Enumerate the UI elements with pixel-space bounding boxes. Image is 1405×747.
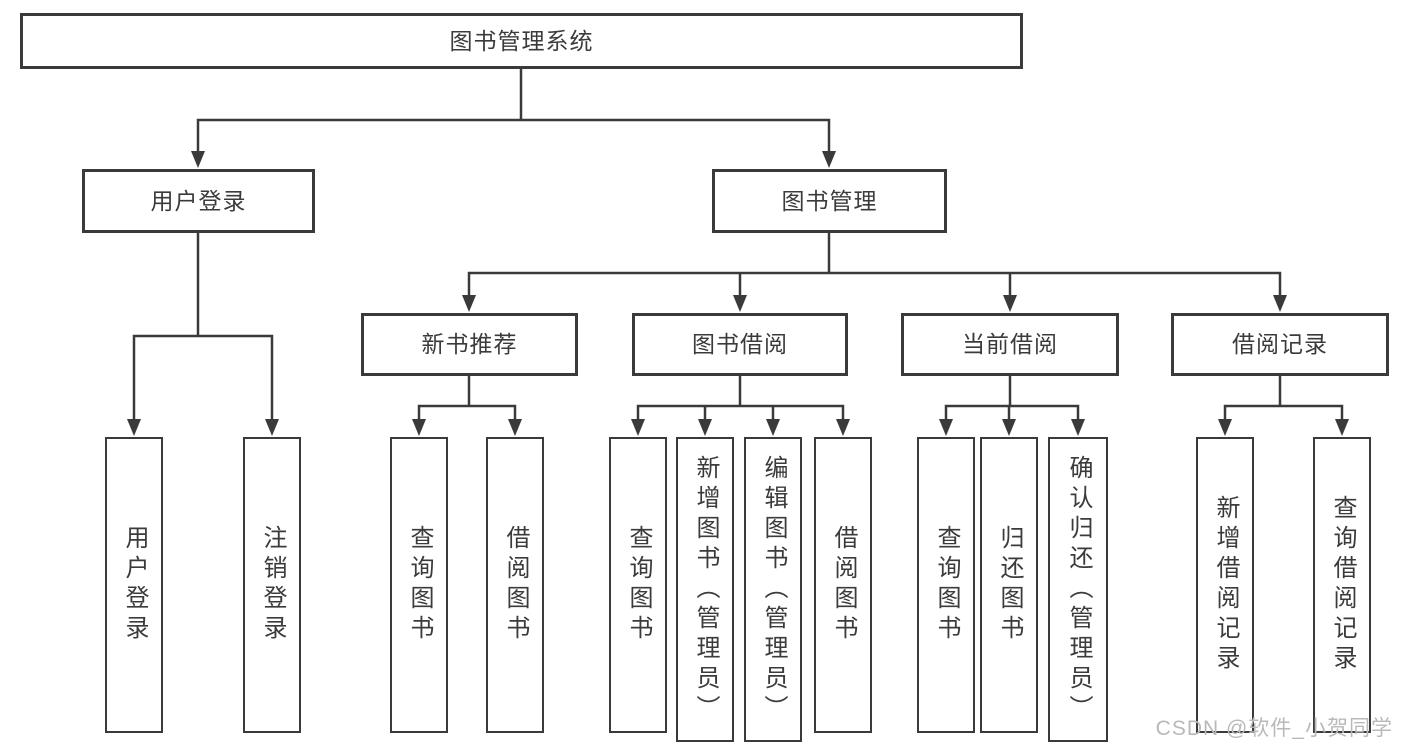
leaf-borrow-books-newbooks: 借阅图书 bbox=[486, 437, 544, 733]
leaf-query-books-current: 查询图书 bbox=[917, 437, 975, 733]
arrow-down-icon bbox=[508, 419, 522, 436]
connector-bookmgmt-to-level3 bbox=[467, 229, 1282, 300]
arrow-down-icon bbox=[1335, 419, 1349, 436]
node-label: 查询图书 bbox=[933, 525, 960, 645]
leaf-add-borrow-record: 新增借阅记录 bbox=[1196, 437, 1254, 733]
arrow-down-icon bbox=[631, 419, 645, 436]
arrowheads-level3 bbox=[462, 295, 1287, 312]
leaf-confirm-return-admin: 确认归还（管理员） bbox=[1048, 437, 1108, 742]
arrowheads-level2 bbox=[191, 151, 836, 168]
node-system-root: 图书管理系统 bbox=[20, 13, 1023, 69]
node-book-management: 图书管理 bbox=[712, 169, 947, 233]
node-label: 新增借阅记录 bbox=[1212, 495, 1239, 675]
node-label: 借阅图书 bbox=[830, 525, 857, 645]
arrowheads-borrowrecords-leaves bbox=[1218, 419, 1349, 436]
arrow-down-icon bbox=[1003, 295, 1017, 312]
node-label: 图书借阅 bbox=[692, 331, 788, 357]
node-new-book-recommend: 新书推荐 bbox=[361, 313, 578, 376]
leaf-query-books-newbooks: 查询图书 bbox=[390, 437, 448, 733]
arrow-down-icon bbox=[191, 151, 205, 168]
arrowheads-newbooks-leaves bbox=[412, 419, 522, 436]
node-book-borrow: 图书借阅 bbox=[632, 313, 848, 376]
arrow-down-icon bbox=[836, 419, 850, 436]
node-borrow-records: 借阅记录 bbox=[1171, 313, 1389, 376]
node-label: 编辑图书（管理员） bbox=[760, 454, 787, 725]
arrow-down-icon bbox=[1002, 419, 1016, 436]
arrow-down-icon bbox=[766, 419, 780, 436]
arrow-down-icon bbox=[733, 295, 747, 312]
node-label: 查询图书 bbox=[625, 525, 652, 645]
arrow-down-icon bbox=[1273, 295, 1287, 312]
leaf-query-borrow-record: 查询借阅记录 bbox=[1313, 437, 1371, 733]
node-label: 查询借阅记录 bbox=[1329, 495, 1356, 675]
node-label: 借阅记录 bbox=[1232, 331, 1328, 357]
leaf-query-books-borrow: 查询图书 bbox=[609, 437, 667, 733]
node-label: 注销登录 bbox=[259, 525, 286, 645]
node-label: 用户登录 bbox=[121, 525, 148, 645]
node-user-login: 用户登录 bbox=[82, 169, 315, 233]
node-label: 新书推荐 bbox=[421, 331, 518, 357]
leaf-add-books-admin: 新增图书（管理员） bbox=[676, 437, 734, 742]
node-label: 图书管理 bbox=[781, 187, 878, 214]
node-label: 借阅图书 bbox=[502, 525, 529, 645]
leaf-edit-books-admin: 编辑图书（管理员） bbox=[744, 437, 802, 742]
node-label: 当前借阅 bbox=[962, 331, 1058, 357]
arrow-down-icon bbox=[412, 419, 426, 436]
leaf-borrow-books: 借阅图书 bbox=[814, 437, 872, 733]
node-label: 新增图书（管理员） bbox=[692, 454, 719, 725]
connector-newbooks-to-leaves bbox=[417, 372, 517, 424]
arrow-down-icon bbox=[698, 419, 712, 436]
arrowheads-bookborrow-leaves bbox=[631, 419, 850, 436]
node-label: 用户登录 bbox=[150, 187, 247, 214]
connector-currentborrow-to-leaves bbox=[944, 372, 1080, 424]
connector-userlogin-to-leaves bbox=[132, 229, 274, 424]
arrow-down-icon bbox=[939, 419, 953, 436]
arrow-down-icon bbox=[265, 419, 279, 436]
connector-borrowrecords-to-leaves bbox=[1223, 372, 1344, 424]
leaf-user-login: 用户登录 bbox=[105, 437, 163, 733]
csdn-watermark: CSDN @软件_小贺同学 bbox=[1155, 717, 1393, 740]
arrowheads-currentborrow-leaves bbox=[939, 419, 1085, 436]
arrow-down-icon bbox=[822, 151, 836, 168]
node-label: 查询图书 bbox=[406, 525, 433, 645]
arrow-down-icon bbox=[127, 419, 141, 436]
node-label: 图书管理系统 bbox=[449, 27, 594, 54]
node-label: 归还图书 bbox=[996, 525, 1023, 645]
arrow-down-icon bbox=[1218, 419, 1232, 436]
leaf-return-books: 归还图书 bbox=[980, 437, 1038, 733]
connector-root-to-level2 bbox=[196, 65, 831, 156]
node-label: 确认归还（管理员） bbox=[1065, 454, 1092, 725]
node-current-borrow: 当前借阅 bbox=[901, 313, 1119, 376]
connector-bookborrow-to-leaves bbox=[636, 372, 845, 424]
arrow-down-icon bbox=[462, 295, 476, 312]
arrowheads-userlogin-leaves bbox=[127, 419, 279, 436]
arrow-down-icon bbox=[1071, 419, 1085, 436]
leaf-logout: 注销登录 bbox=[243, 437, 301, 733]
